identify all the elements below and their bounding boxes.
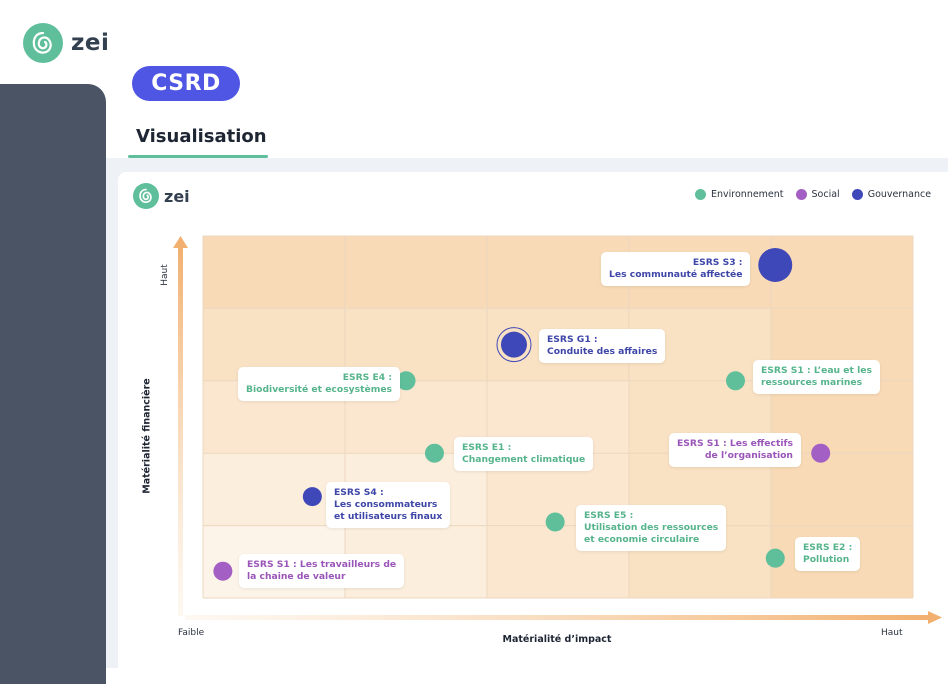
app-logo[interactable]: zei bbox=[23, 23, 109, 63]
point-label-line: ESRS E1 : bbox=[462, 442, 512, 453]
point-label-line: ESRS S4 : bbox=[334, 487, 384, 498]
x-axis-arrowhead bbox=[928, 611, 942, 624]
card-logo: zei bbox=[133, 183, 190, 209]
legend-label: Gouvernance bbox=[867, 189, 932, 200]
point-label-line: ESRS S3 : bbox=[692, 257, 743, 268]
point-label-line: Les communauté affectée bbox=[609, 269, 743, 280]
point-label-line: et economie circulaire bbox=[584, 534, 700, 545]
legend-dot bbox=[795, 189, 807, 200]
csrd-button[interactable]: CSRD bbox=[132, 66, 240, 101]
point-label-line: ESRS S1 : L’eau et les bbox=[761, 365, 872, 376]
point-label-e4: ESRS E4 :Biodiversité et ecosystèmes bbox=[238, 367, 401, 401]
data-point-s4[interactable] bbox=[302, 487, 322, 507]
point-label-line: Pollution bbox=[803, 554, 850, 565]
legend-item-environnement: Environnement bbox=[695, 189, 784, 200]
point-label-line: ESRS E5 : bbox=[584, 510, 634, 521]
point-label-line: Les consommateurs bbox=[334, 499, 438, 510]
x-axis-high-label: Haut bbox=[881, 628, 903, 638]
spiral-logo-icon bbox=[23, 23, 63, 63]
point-label-line: la chaine de valeur bbox=[247, 571, 346, 582]
data-point-s1-effectifs[interactable] bbox=[811, 443, 831, 463]
point-label-line: ESRS S1 : Les travailleurs de bbox=[247, 559, 397, 570]
point-label-line: ESRS E2 : bbox=[803, 542, 853, 553]
spiral-logo-icon bbox=[133, 183, 159, 209]
y-axis-high-label: Haut bbox=[160, 264, 170, 286]
point-label-line: ESRS G1 : bbox=[547, 334, 598, 345]
chart-legend: Environnement Social Gouvernance bbox=[695, 189, 931, 200]
x-axis-arrow bbox=[185, 615, 930, 620]
point-label-e2: ESRS E2 :Pollution bbox=[795, 537, 861, 571]
sidebar bbox=[0, 84, 106, 684]
point-label-line: Biodiversité et ecosystèmes bbox=[246, 384, 393, 395]
point-label-s3: ESRS S3 :Les communauté affectée bbox=[601, 252, 751, 286]
y-axis-arrow bbox=[178, 246, 183, 616]
y-axis-arrowhead bbox=[173, 236, 188, 248]
legend-dot bbox=[695, 189, 706, 200]
x-axis-label: Matérialité d’impact bbox=[502, 634, 612, 645]
data-point-s1-eau[interactable] bbox=[726, 371, 745, 391]
tab-visualisation[interactable]: Visualisation bbox=[136, 126, 267, 147]
point-label-line: Utilisation des ressources bbox=[584, 522, 719, 533]
tab-active-indicator bbox=[128, 155, 268, 158]
legend-dot bbox=[851, 189, 863, 200]
legend-label: Social bbox=[811, 189, 840, 200]
point-highlight-ring bbox=[496, 327, 532, 363]
legend-item-social: Social bbox=[795, 189, 840, 200]
data-point-e4[interactable] bbox=[396, 371, 416, 391]
point-label-line: ESRS E4 : bbox=[342, 372, 393, 383]
data-point-s1-travailleurs[interactable] bbox=[213, 561, 233, 581]
point-label-line: ESRS S1 : Les effectifs bbox=[677, 438, 793, 449]
legend-label: Environnement bbox=[711, 189, 784, 200]
data-point-e1[interactable] bbox=[424, 443, 444, 463]
point-label-g1: ESRS G1 :Conduite des affaires bbox=[539, 329, 666, 363]
data-point-e5[interactable] bbox=[545, 512, 565, 532]
point-label-line: Changement climatique bbox=[462, 454, 586, 465]
matrix-cell bbox=[203, 236, 345, 309]
data-point-e2[interactable] bbox=[765, 548, 785, 568]
data-point-s3[interactable] bbox=[758, 247, 793, 282]
point-label-e1: ESRS E1 :Changement climatique bbox=[454, 437, 594, 471]
point-label-line: et utilisateurs finaux bbox=[334, 511, 443, 522]
card-brand-name: zei bbox=[164, 186, 190, 206]
y-axis-label: Matérialité financière bbox=[141, 378, 153, 494]
matrix-cell bbox=[771, 236, 913, 309]
x-axis-low-label: Faible bbox=[178, 628, 205, 638]
matrix-cell bbox=[345, 236, 487, 309]
matrix-cell bbox=[203, 453, 345, 526]
point-label-line: Conduite des affaires bbox=[547, 346, 658, 357]
point-label-line: de l’organisation bbox=[704, 450, 793, 461]
point-label-line: ressources marines bbox=[761, 377, 863, 388]
legend-item-gouvernance: Gouvernance bbox=[851, 189, 932, 200]
brand-name: zei bbox=[71, 30, 110, 56]
data-point-g1[interactable] bbox=[500, 331, 527, 358]
